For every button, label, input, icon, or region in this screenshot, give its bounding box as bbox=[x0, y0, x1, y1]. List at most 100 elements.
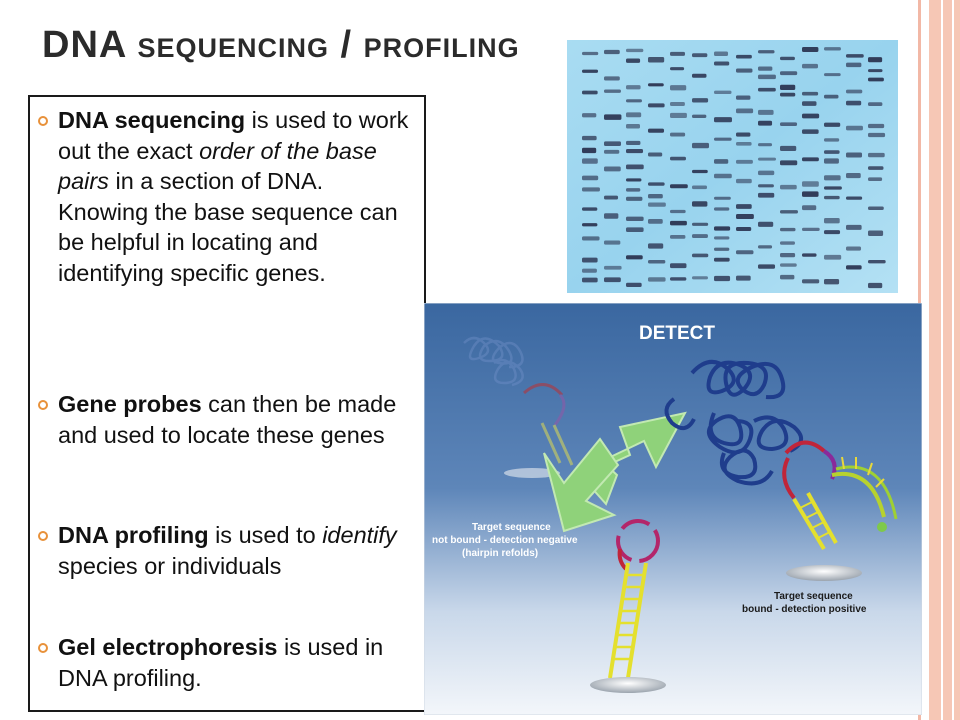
gel-band bbox=[692, 169, 708, 174]
gel-band bbox=[582, 113, 597, 118]
gel-band bbox=[846, 54, 864, 58]
gel-band bbox=[692, 234, 708, 238]
gel-band bbox=[670, 263, 687, 269]
gel-band bbox=[604, 89, 621, 93]
gel-band bbox=[670, 209, 686, 214]
gel-band bbox=[868, 206, 884, 211]
gel-band bbox=[802, 157, 819, 162]
gel-band bbox=[714, 207, 730, 211]
gel-band bbox=[802, 227, 820, 232]
caption-not-bound: Target sequence not bound - detection ne… bbox=[432, 522, 578, 559]
gel-band bbox=[824, 279, 840, 285]
caption-bound: Target sequence bound - detection positi… bbox=[742, 591, 867, 615]
caption-left-line: Target sequence bbox=[472, 522, 551, 533]
gel-band bbox=[824, 150, 840, 154]
bullet-dot-icon bbox=[38, 643, 48, 653]
gel-band bbox=[824, 186, 842, 190]
gel-band bbox=[604, 49, 620, 55]
gel-band bbox=[780, 263, 797, 267]
gel-band bbox=[626, 99, 642, 103]
caption-right-line: bound - detection positive bbox=[742, 604, 867, 615]
gel-band bbox=[626, 140, 641, 146]
decor-stripe bbox=[929, 0, 960, 720]
gel-band bbox=[626, 188, 641, 192]
gel-band bbox=[714, 159, 729, 164]
gel-band bbox=[868, 282, 883, 289]
bullet-item: DNA profiling is used to identify specie… bbox=[38, 520, 418, 581]
gel-band bbox=[780, 184, 797, 190]
gel-band bbox=[824, 47, 841, 51]
gel-band bbox=[648, 128, 665, 133]
gel-band bbox=[758, 143, 773, 147]
gel-band bbox=[824, 94, 839, 99]
bullet-text-part: Gene probes bbox=[58, 391, 202, 417]
decor-stripe bbox=[941, 0, 943, 720]
detect-diagram: DETECT bbox=[424, 303, 922, 715]
faded-probe bbox=[504, 383, 574, 478]
gel-band bbox=[780, 241, 795, 245]
gel-band bbox=[626, 178, 642, 182]
gel-bands bbox=[582, 46, 886, 289]
bullet-text-part: DNA sequencing bbox=[58, 107, 246, 133]
bullet-text: DNA profiling is used to identify specie… bbox=[58, 522, 397, 579]
gel-band bbox=[692, 98, 709, 103]
gel-band bbox=[648, 56, 665, 63]
decor-stripe bbox=[952, 0, 954, 720]
gel-band bbox=[604, 277, 621, 283]
gel-band bbox=[670, 102, 685, 107]
gel-band bbox=[736, 54, 752, 59]
gel-band bbox=[802, 279, 820, 284]
gel-band bbox=[780, 210, 798, 214]
gel-band bbox=[714, 247, 730, 251]
hairpin-probe bbox=[590, 519, 666, 693]
detect-background bbox=[424, 303, 922, 715]
gel-band bbox=[670, 234, 686, 239]
bullet-text-part: is used to work out the exact bbox=[58, 107, 409, 164]
gel-band bbox=[648, 152, 663, 157]
gel-band bbox=[780, 92, 796, 97]
gel-band bbox=[824, 230, 841, 235]
gel-band bbox=[626, 85, 641, 90]
gel-band bbox=[670, 51, 686, 56]
gel-band bbox=[736, 226, 752, 231]
gel-band bbox=[626, 282, 642, 288]
gel-band bbox=[692, 276, 708, 280]
gel-band bbox=[648, 277, 666, 282]
gel-band bbox=[604, 114, 622, 120]
caption-right-line: Target sequence bbox=[774, 591, 853, 602]
gel-band bbox=[824, 122, 841, 127]
gel-band bbox=[824, 218, 840, 224]
gel-band bbox=[802, 113, 820, 119]
gel-band bbox=[714, 196, 731, 200]
gel-band bbox=[714, 275, 731, 282]
gel-band bbox=[846, 100, 862, 106]
gel-band bbox=[648, 202, 666, 207]
target-dna-coil bbox=[664, 360, 803, 486]
gel-band bbox=[714, 137, 732, 141]
gel-band bbox=[802, 191, 819, 197]
gel-band bbox=[780, 84, 796, 91]
gel-band bbox=[868, 77, 884, 82]
gel-band bbox=[582, 236, 600, 241]
process-arrow-return bbox=[543, 437, 620, 533]
gel-band bbox=[736, 95, 751, 100]
detect-heading: DETECT bbox=[639, 323, 715, 344]
gel-band bbox=[670, 220, 687, 226]
gel-band bbox=[846, 224, 862, 230]
gel-band bbox=[868, 177, 883, 181]
gel-band bbox=[604, 240, 621, 245]
gel-band bbox=[758, 66, 773, 71]
gel-band bbox=[604, 149, 620, 154]
gel-band bbox=[824, 158, 839, 164]
gel-band bbox=[846, 89, 863, 94]
gel-band bbox=[758, 50, 775, 54]
slide-title: DNA sequencing / profiling bbox=[42, 24, 520, 66]
gel-band bbox=[626, 149, 644, 154]
gel-band bbox=[582, 51, 599, 56]
gel-band bbox=[868, 132, 886, 138]
gel-band bbox=[868, 166, 884, 170]
bound-probe bbox=[782, 440, 898, 581]
gel-band bbox=[758, 109, 774, 115]
gel-band bbox=[868, 230, 884, 236]
gel-band bbox=[780, 227, 796, 232]
